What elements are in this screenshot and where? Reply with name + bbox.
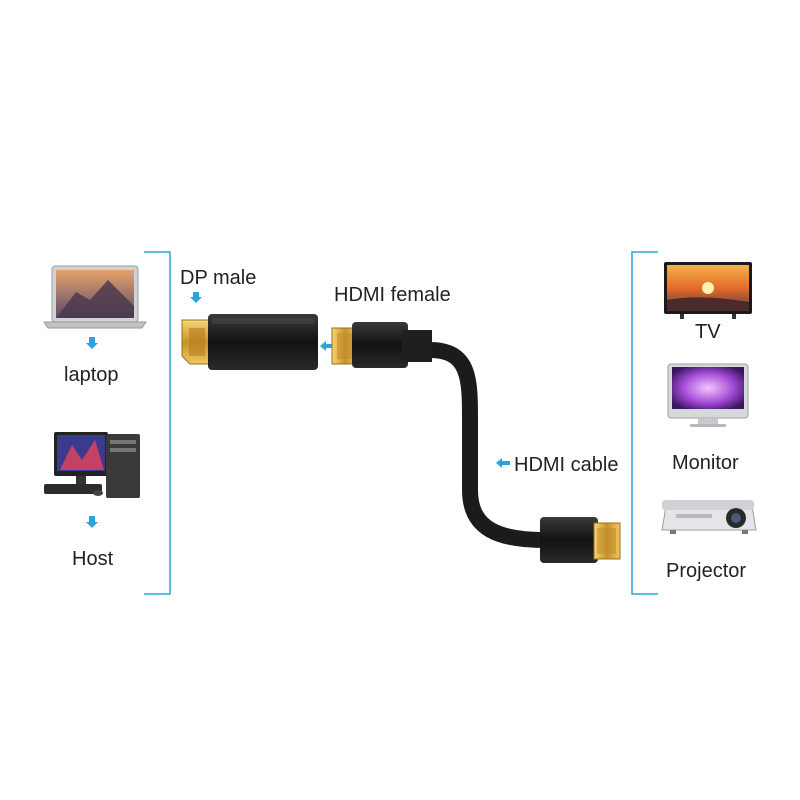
arrow-down-icon — [86, 337, 98, 349]
right-bracket — [632, 252, 658, 594]
dp-male-connector — [182, 314, 318, 370]
host-label: Host — [72, 548, 113, 571]
arrow-left-icon — [496, 458, 510, 468]
dp-male-label: DP male — [180, 267, 256, 290]
hdmi-cable-label: HDMI cable — [514, 454, 618, 477]
laptop-icon — [44, 266, 146, 328]
arrow-down-icon — [190, 292, 202, 303]
desktop-computer-icon — [44, 432, 140, 498]
hdmi-cable — [332, 322, 620, 563]
arrow-down-icon — [86, 516, 98, 528]
left-bracket — [144, 252, 170, 594]
laptop-label: laptop — [64, 364, 119, 387]
projector-icon — [662, 500, 756, 534]
monitor-label: Monitor — [672, 452, 739, 475]
hdmi-female-label: HDMI female — [334, 284, 451, 307]
projector-label: Projector — [666, 560, 746, 583]
tv-icon — [664, 262, 752, 319]
monitor-icon — [668, 364, 748, 427]
tv-label: TV — [695, 321, 721, 344]
